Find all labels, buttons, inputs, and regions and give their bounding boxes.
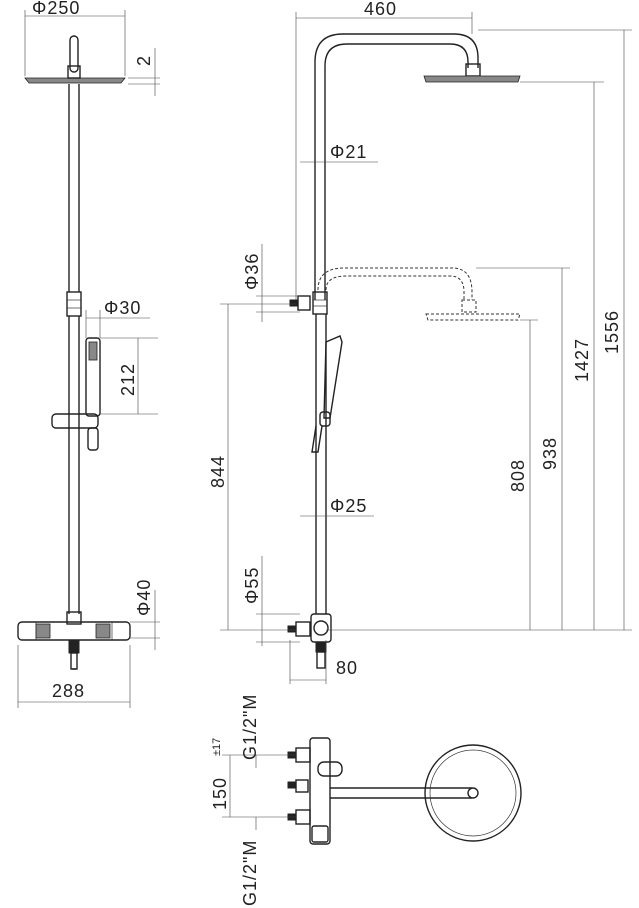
dim-lower-pipe-diameter: Φ25 — [330, 496, 367, 516]
top-shower-head-outer — [424, 744, 522, 842]
dim-mixer-width: 288 — [52, 681, 85, 701]
side-arm-inner — [324, 43, 469, 300]
dim-center-distance: 150 — [210, 777, 230, 810]
dim-handshower-length: 212 — [118, 363, 138, 396]
front-mixer-body — [17, 621, 131, 641]
front-view: Φ250 2 Φ30 212 Φ40 288 — [17, 0, 160, 708]
dim-connection-top: G1/2"M — [240, 694, 260, 760]
dim-outlet-diameter: Φ36 — [242, 253, 262, 290]
dim-arm-reach: 460 — [364, 0, 397, 19]
front-head-stem — [69, 35, 79, 73]
dim-height-1427: 1427 — [572, 338, 592, 382]
front-hand-shower — [85, 337, 101, 417]
top-view: G1/2"M ±17 150 G1/2"M — [210, 694, 522, 906]
side-coupling — [312, 291, 328, 315]
side-arm-outer — [314, 33, 479, 300]
dim-height-808: 808 — [508, 459, 528, 492]
top-shower-head-inner — [429, 749, 517, 837]
dim-pipe-diameter: Φ21 — [330, 142, 367, 162]
side-view: 460 Φ21 Φ36 844 Φ25 Φ55 80 808 — [208, 0, 632, 684]
dim-mixer-outlet-diameter: Φ55 — [242, 567, 262, 604]
dim-height-1556: 1556 — [602, 310, 622, 354]
dim-head-thickness: 2 — [134, 55, 154, 66]
side-hand-shower — [323, 335, 343, 419]
dim-height-938: 938 — [540, 437, 560, 470]
front-slider — [51, 413, 99, 429]
front-shower-head — [24, 77, 126, 84]
dim-wall-offset: 80 — [336, 658, 358, 678]
side-arm-dashed — [317, 267, 473, 300]
dim-height-844: 844 — [208, 455, 228, 488]
dim-connection-bottom: G1/2"M — [240, 840, 260, 906]
side-shower-head — [423, 75, 521, 83]
front-upper-coupling — [66, 291, 82, 317]
dim-handshower-diameter: Φ30 — [104, 298, 141, 318]
top-wall-plate — [309, 737, 331, 845]
dim-tolerance: ±17 — [211, 738, 223, 756]
dim-head-diameter: Φ250 — [32, 0, 80, 18]
dim-mixer-diameter: Φ40 — [134, 579, 154, 616]
